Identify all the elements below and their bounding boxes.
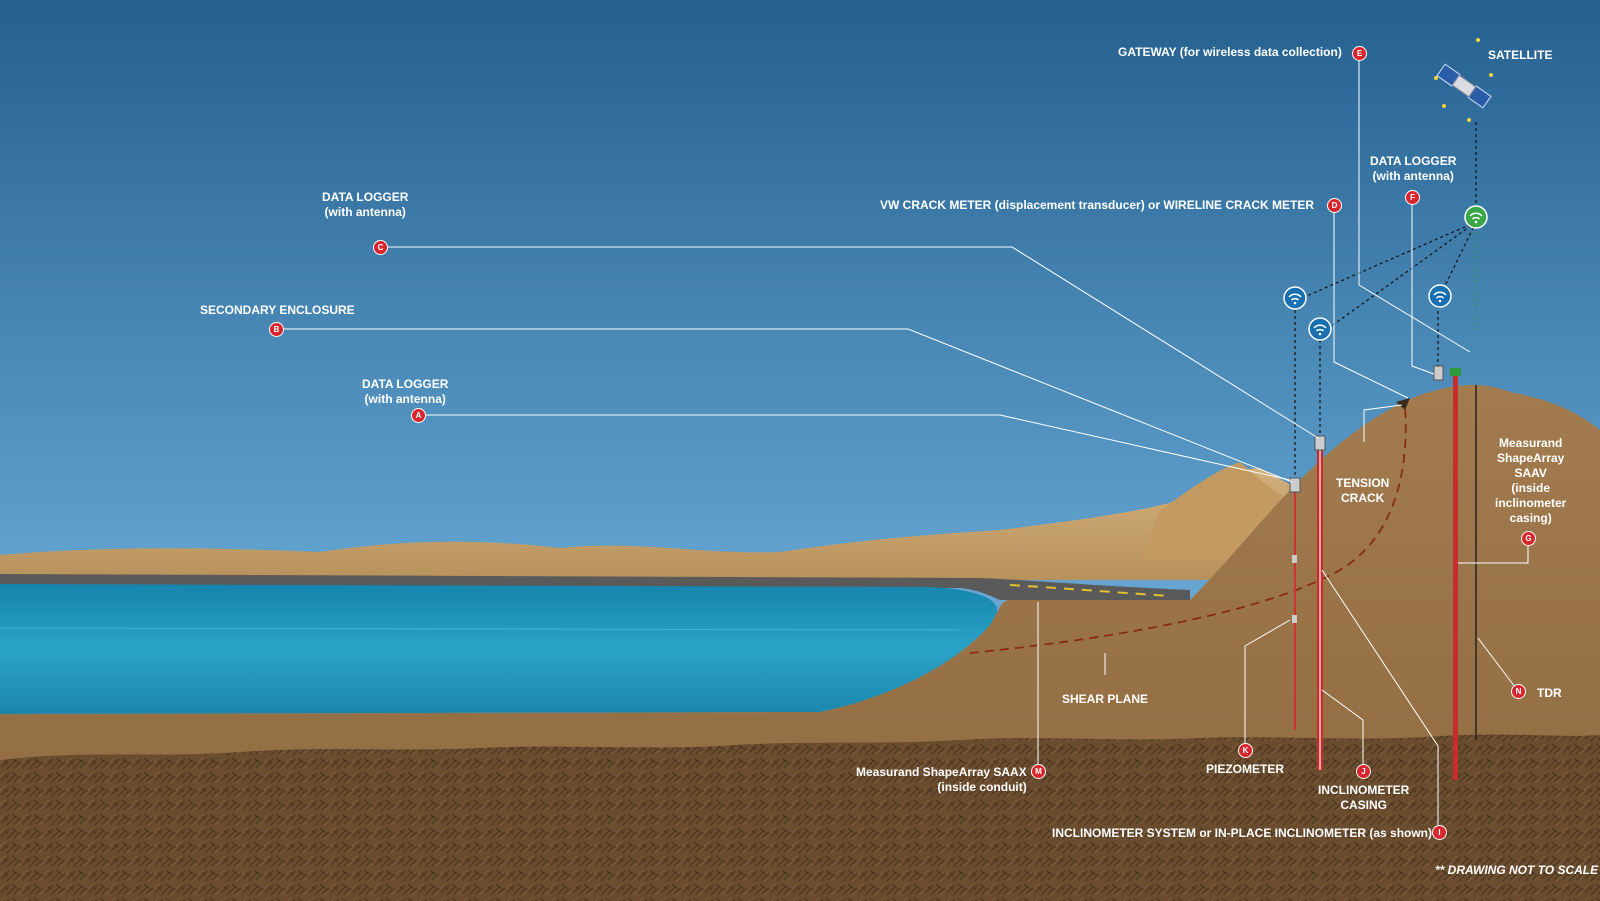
label-f-sub: (with antenna) (1372, 169, 1454, 183)
label-tension-l2: CRACK (1341, 491, 1385, 505)
wifi-icon (1283, 286, 1307, 310)
label-data-logger-a: DATA LOGGER (with antenna) (362, 377, 448, 407)
label-tension-l1: TENSION (1336, 476, 1390, 490)
piezometer-sensor-2 (1292, 615, 1297, 623)
scale-note: ** DRAWING NOT TO SCALE (1435, 863, 1599, 877)
marker-d: D (1327, 198, 1342, 213)
label-gateway: GATEWAY (for wireless data collection) (1118, 45, 1342, 59)
secondary-enclosure-box (1289, 477, 1301, 493)
label-piezometer: PIEZOMETER (1206, 762, 1285, 776)
label-g-l4: (inside (1511, 481, 1551, 495)
label-satellite: SATELLITE (1488, 48, 1553, 62)
label-shear-plane: SHEAR PLANE (1062, 692, 1149, 706)
piezometer-sensor-1 (1292, 555, 1297, 563)
wifi-icon (1428, 284, 1452, 308)
road-centerline (1009, 584, 1171, 597)
label-g-l6: casing) (1509, 511, 1552, 525)
marker-m: M (1031, 764, 1046, 779)
label-g-l1: Measurand (1499, 436, 1563, 450)
label-j-l1: INCLINOMETER (1318, 783, 1410, 797)
wifi-icon (1308, 317, 1332, 341)
label-f-title: DATA LOGGER (1370, 154, 1457, 168)
marker-f: F (1405, 190, 1420, 205)
label-secondary-enclosure: SECONDARY ENCLOSURE (200, 303, 355, 317)
tension-crack (1396, 398, 1410, 410)
marker-n: N (1511, 684, 1526, 699)
distant-dunes (0, 468, 1300, 580)
marker-e: E (1352, 46, 1367, 61)
label-saax: Measurand ShapeArray SAAX (inside condui… (856, 765, 1027, 795)
label-g-l5: inclinometer (1495, 496, 1567, 510)
label-a-title: DATA LOGGER (362, 377, 449, 391)
satellite-icon (1436, 63, 1492, 109)
label-g-l3: SAAV (1514, 466, 1547, 480)
label-data-logger-f: DATA LOGGER (with antenna) (1370, 154, 1456, 184)
label-saav: Measurand ShapeArray SAAV (inside inclin… (1495, 436, 1566, 526)
antenna-links (1294, 122, 1477, 478)
saav-casing (1453, 375, 1458, 780)
data-logger-box-f (1433, 365, 1444, 381)
label-j-l2: CASING (1340, 798, 1387, 812)
label-data-logger-c: DATA LOGGER (with antenna) (322, 190, 408, 220)
marker-a: A (411, 408, 426, 423)
label-tdr: TDR (1537, 686, 1562, 700)
star-icons (1434, 38, 1493, 122)
label-inclinometer-casing: INCLINOMETER CASING (1318, 783, 1409, 813)
label-crack-meter: VW CRACK METER (displacement transducer)… (880, 198, 1315, 212)
wifi-icon (1464, 205, 1488, 229)
label-a-sub: (with antenna) (364, 392, 446, 406)
marker-j: J (1356, 764, 1371, 779)
bedrock (0, 734, 1600, 901)
inclinometer-casing-highlight (1319, 440, 1321, 770)
lake-reflection (0, 627, 961, 631)
marker-b: B (269, 322, 284, 337)
shear-plane-line (969, 404, 1407, 654)
label-c-title: DATA LOGGER (322, 190, 409, 204)
label-tension-crack: TENSION CRACK (1336, 476, 1389, 506)
marker-k: K (1238, 743, 1253, 758)
marker-i: I (1432, 825, 1447, 840)
lake (0, 584, 998, 714)
marker-g: G (1521, 531, 1536, 546)
label-c-sub: (with antenna) (324, 205, 406, 219)
label-g-l2: ShapeArray (1496, 451, 1565, 465)
marker-c: C (373, 240, 388, 255)
label-m-l2: (inside conduit) (937, 780, 1027, 794)
label-m-l1: Measurand ShapeArray SAAX (856, 765, 1027, 779)
saav-head (1450, 368, 1461, 376)
leader-lines (276, 53, 1529, 832)
data-logger-box-a (1314, 435, 1326, 451)
label-inclinometer-system: INCLINOMETER SYSTEM or IN-PLACE INCLINOM… (1052, 826, 1433, 840)
